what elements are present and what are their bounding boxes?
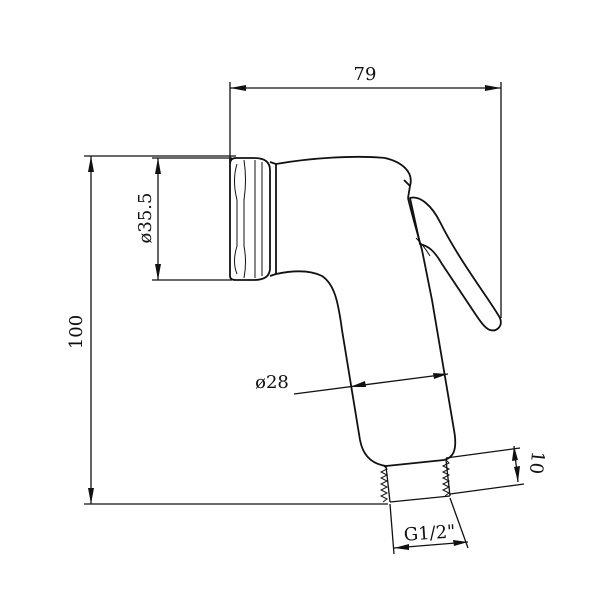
dimension-thread-length-label: 10 — [525, 450, 548, 475]
dimension-handle-diameter-label: ø28 — [255, 372, 289, 393]
sprayer-outline — [229, 155, 502, 503]
dimension-handle-diameter: ø28 — [255, 372, 449, 395]
dimension-head-diameter: ø35.5 — [135, 157, 232, 281]
dimension-thread-length: 10 — [445, 445, 548, 495]
dimension-width-label: 79 — [354, 64, 377, 85]
dimension-height-label: 100 — [66, 315, 87, 349]
thread-connector — [379, 459, 451, 503]
dimension-head-diameter-label: ø35.5 — [135, 193, 156, 244]
dimension-thread-size-label: G1/2" — [403, 521, 456, 546]
dimension-thread-size: G1/2" — [389, 497, 469, 555]
dimension-width: 79 — [229, 64, 502, 318]
dimension-height: 100 — [66, 155, 388, 505]
